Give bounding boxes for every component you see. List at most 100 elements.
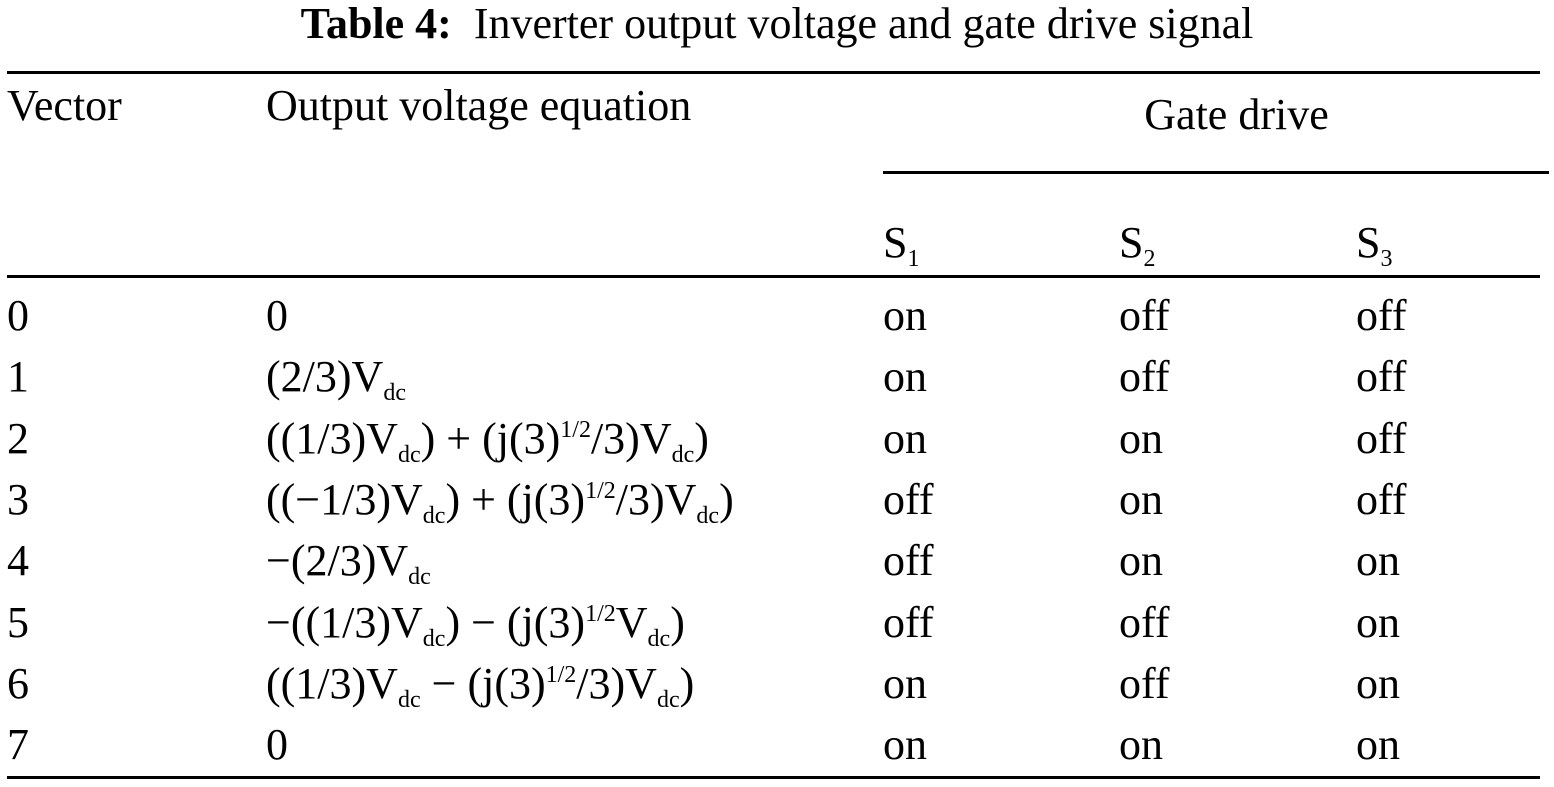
cell-vector-text: 0 <box>7 291 29 340</box>
equation-text: ) <box>670 597 685 647</box>
equation-expression: ((−1/3)Vdc) + (j(3)1/2/3)Vdc) <box>266 474 734 528</box>
cell-gate-s3-text: off <box>1356 352 1407 402</box>
cell-gate-s1-text: off <box>883 597 934 647</box>
cell-vector-text: 5 <box>7 597 29 647</box>
cell-gate-s3: on <box>1356 658 1400 708</box>
cell-vector-text: 7 <box>7 720 29 770</box>
cell-vector: 6 <box>7 661 29 706</box>
cell-equation: −(2/3)Vdc <box>266 536 431 590</box>
cell-vector: 1 <box>7 355 29 399</box>
cell-gate-s2-text: off <box>1119 291 1170 340</box>
cell-gate-s2: off <box>1119 658 1170 708</box>
table-bottom-rule <box>7 776 1540 779</box>
cell-vector: 2 <box>7 413 29 463</box>
equation-text: ) <box>719 474 734 524</box>
table-caption: Table 4: Inverter output voltage and gat… <box>0 2 1554 46</box>
equation-text: V <box>615 597 648 647</box>
cell-gate-s1: off <box>883 539 934 583</box>
cell-vector: 5 <box>7 597 29 647</box>
cell-gate-s3-text: off <box>1356 413 1407 463</box>
equation-superscript: 1/2 <box>585 477 616 504</box>
header-output-voltage-equation: Output voltage equation <box>266 81 692 130</box>
equation-subscript: dc <box>397 686 421 713</box>
cell-vector: 0 <box>7 294 29 338</box>
cell-vector-text: 4 <box>7 536 29 586</box>
cell-vector-text: 3 <box>7 474 29 524</box>
cell-gate-s1-text: on <box>883 352 927 402</box>
equation-text: /3)V <box>615 474 697 524</box>
cell-gate-s2: off <box>1119 600 1170 645</box>
table-top-rule <box>7 71 1540 74</box>
cell-gate-s1: on <box>883 294 927 338</box>
equation-subscript: dc <box>422 502 446 529</box>
cell-equation: 0 <box>266 294 288 338</box>
cell-gate-s1: on <box>883 723 927 767</box>
cell-gate-s3: on <box>1356 539 1400 583</box>
cell-vector: 4 <box>7 539 29 583</box>
cell-gate-s3-text: on <box>1356 720 1400 770</box>
cell-gate-s1: off <box>883 474 934 524</box>
cell-gate-s2-text: on <box>1119 474 1163 524</box>
equation-expression: −(2/3)Vdc <box>266 536 431 590</box>
equation-text: ) <box>694 413 709 463</box>
cell-gate-s1-text: on <box>883 658 927 708</box>
header-switch-s2: S2 <box>1119 218 1155 272</box>
cell-gate-s3: off <box>1356 474 1407 524</box>
switch-s2-subscript: 2 <box>1143 246 1156 272</box>
equation-subscript: dc <box>647 625 671 652</box>
cell-gate-s1: off <box>883 597 934 647</box>
cell-gate-s2: off <box>1119 355 1170 399</box>
equation-subscript: dc <box>656 686 680 713</box>
equation-text: ) <box>679 658 695 708</box>
cell-gate-s3-text: off <box>1356 474 1407 524</box>
equation-text: ) + (j(3) <box>420 413 561 463</box>
equation-superscript: 1/2 <box>560 416 591 443</box>
equation-subscript: dc <box>671 441 695 468</box>
cell-gate-s2-text: off <box>1119 658 1170 708</box>
cell-gate-s2: on <box>1119 723 1163 767</box>
header-switch-s1: S1 <box>883 221 919 272</box>
equation-subscript: dc <box>408 564 431 591</box>
switch-s2-base: S <box>1119 218 1144 267</box>
equation-text: ((1/3)V <box>266 413 398 463</box>
cell-gate-s2: off <box>1119 294 1170 338</box>
equation-text: −(2/3)V <box>266 536 409 586</box>
header-switch-s3: S3 <box>1356 218 1392 272</box>
equation-text: /3)V <box>576 658 657 708</box>
equation-subscript: dc <box>422 625 446 652</box>
switch-s3-base: S <box>1356 218 1381 267</box>
table-row: 1 (2/3)Vdc on off off <box>0 355 1554 416</box>
cell-gate-s2: on <box>1119 474 1163 524</box>
cell-gate-s3-text: on <box>1356 658 1400 708</box>
cell-gate-s1-text: on <box>883 291 927 340</box>
gate-drive-group-rule <box>883 171 1549 174</box>
equation-subscript: dc <box>383 380 406 407</box>
switch-s1-subscript: 1 <box>907 246 920 272</box>
equation-text: −((1/3)V <box>266 597 423 647</box>
table-caption-text: Inverter output voltage and gate drive s… <box>473 0 1254 48</box>
cell-gate-s3: on <box>1356 723 1400 767</box>
cell-vector-text: 2 <box>7 413 29 463</box>
header-gate-drive: Gate drive <box>1144 90 1329 139</box>
cell-equation: ((−1/3)Vdc) + (j(3)1/2/3)Vdc) <box>266 474 734 528</box>
equation-expression: 0 <box>266 720 288 769</box>
cell-gate-s1-text: off <box>883 536 934 586</box>
switch-s3-subscript: 3 <box>1380 246 1393 272</box>
equation-text: (2/3)V <box>266 352 384 402</box>
equation-text: ((1/3)V <box>266 658 398 708</box>
equation-text: 0 <box>266 720 288 770</box>
cell-gate-s1-text: off <box>883 474 934 524</box>
cell-gate-s1: on <box>883 416 927 461</box>
equation-superscript: 1/2 <box>545 661 577 688</box>
equation-text: − (j(3) <box>420 658 546 708</box>
cell-gate-s3: on <box>1356 600 1400 645</box>
cell-equation: ((1/3)Vdc) + (j(3)1/2/3)Vdc) <box>266 413 709 467</box>
cell-equation: (2/3)Vdc <box>266 352 406 406</box>
equation-text: ((−1/3)V <box>266 474 423 524</box>
cell-vector-text: 1 <box>7 352 29 402</box>
